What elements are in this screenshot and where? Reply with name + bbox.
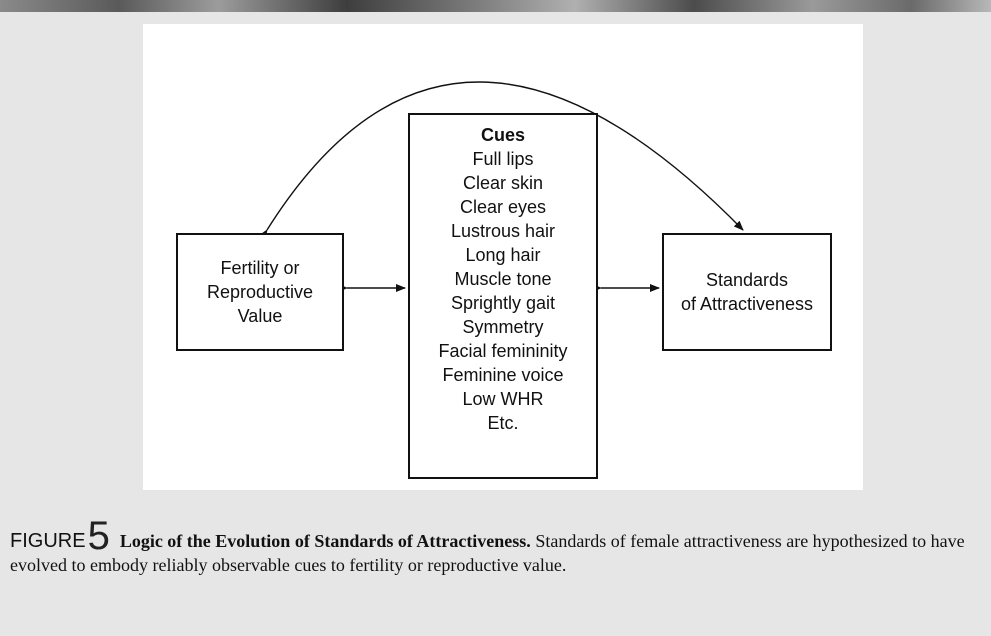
- cue-item: Clear eyes: [459, 197, 547, 217]
- cues-box: Cues Full lips Clear skin Clear eyes Lus…: [408, 113, 598, 479]
- cue-item: Low WHR: [462, 389, 544, 409]
- cue-item: Symmetry: [462, 317, 544, 337]
- figure-title: Logic of the Evolution of Standards of A…: [119, 531, 531, 551]
- fertility-line: Value: [237, 306, 283, 326]
- standards-line: of Attractiveness: [680, 294, 814, 314]
- cue-item: Full lips: [472, 149, 534, 169]
- cue-item: Lustrous hair: [450, 221, 556, 241]
- cue-item: Sprightly gait: [450, 293, 556, 313]
- figure-caption-text: Standards of female attractiveness are h…: [10, 531, 965, 575]
- standards-line: Standards: [705, 270, 789, 290]
- cue-item: Etc.: [487, 413, 519, 433]
- fertility-line: Reproductive: [206, 282, 314, 302]
- figure-label: FIGURE: [10, 530, 86, 552]
- arc-arrow: [258, 81, 744, 240]
- cue-item: Muscle tone: [454, 269, 552, 289]
- standards-box: Standards of Attractiveness: [662, 233, 832, 351]
- cue-item: Long hair: [465, 245, 541, 265]
- cue-item: Clear skin: [462, 173, 544, 193]
- fertility-box: Fertility or Reproductive Value: [176, 233, 344, 351]
- cues-title: Cues: [480, 125, 525, 145]
- figure-caption: FIGURE5 Logic of the Evolution of Standar…: [10, 516, 985, 577]
- fertility-line: Fertility or: [220, 258, 300, 278]
- top-photo-strip: [0, 0, 991, 12]
- cue-item: Facial femininity: [438, 341, 568, 361]
- diagram-panel: Fertility or Reproductive Value Cues Ful…: [143, 24, 863, 490]
- cue-item: Feminine voice: [442, 365, 564, 385]
- figure-number: 5: [87, 514, 110, 558]
- connectors: [258, 81, 744, 292]
